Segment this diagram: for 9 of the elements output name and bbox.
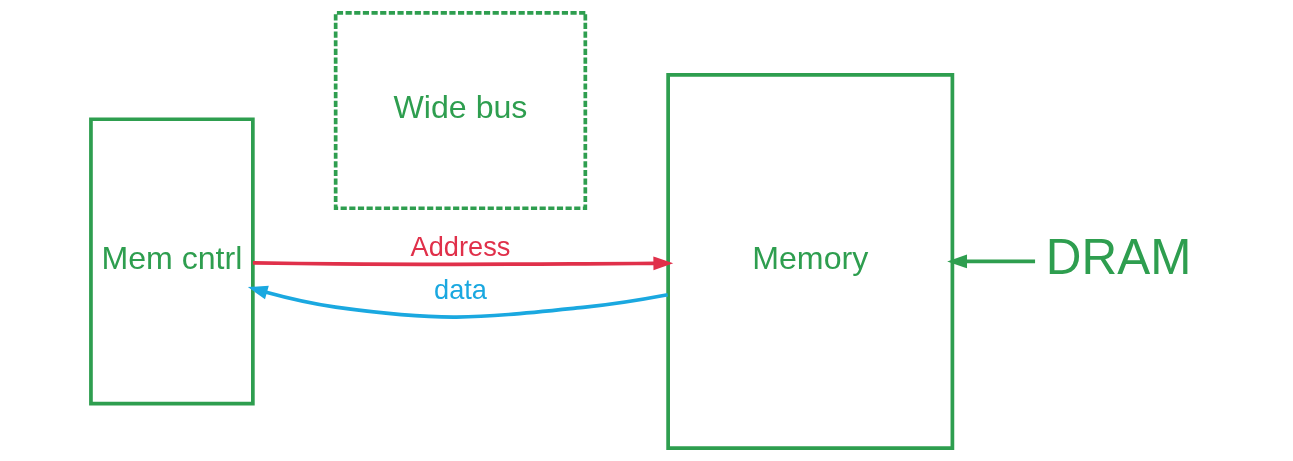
node-box: Mem cntrl — [89, 117, 255, 406]
arrow — [947, 254, 1036, 269]
arrow — [252, 256, 674, 271]
node-text: DRAM — [1045, 228, 1192, 284]
edge-label: data — [434, 274, 487, 306]
node-box: Wide bus — [333, 11, 588, 211]
node-box: Memory — [666, 72, 955, 450]
edge-label: Address — [410, 230, 511, 262]
arrow — [247, 285, 668, 319]
